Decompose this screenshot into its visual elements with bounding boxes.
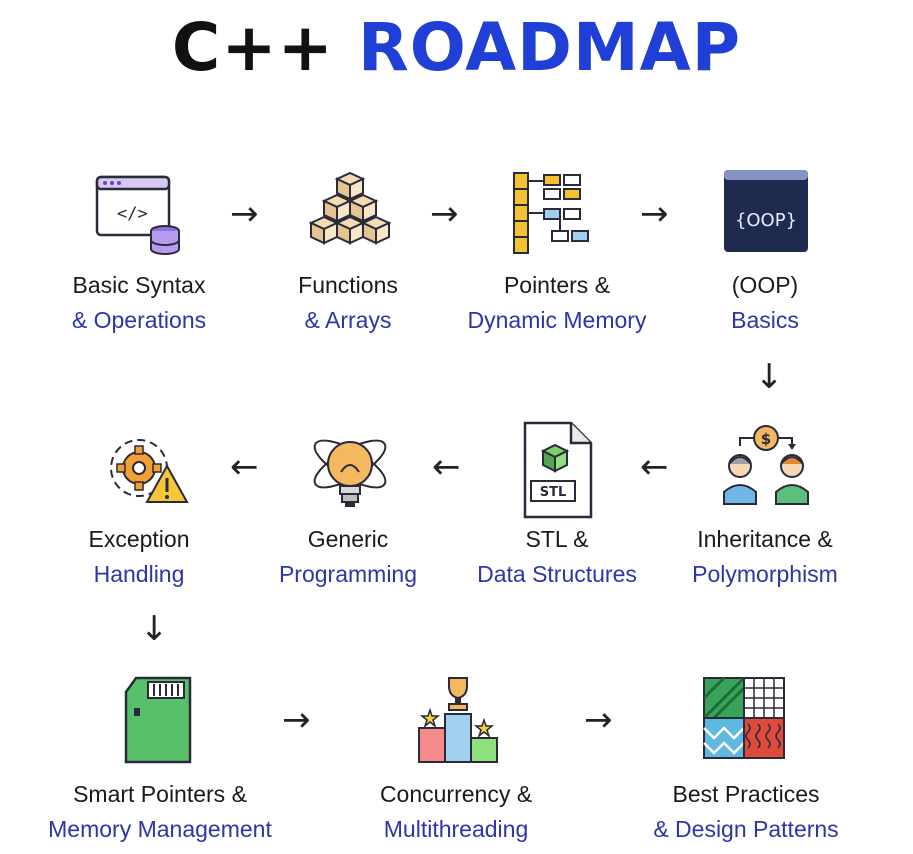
arrow-right: → xyxy=(282,700,311,740)
step-line1: Basic Syntax xyxy=(72,272,206,298)
dollar-icon-text: $ xyxy=(761,430,771,448)
code-database-icon: </> xyxy=(85,165,195,275)
step-line2: & Design Patterns xyxy=(653,816,839,842)
step-line2: Basics xyxy=(731,307,799,333)
step-line2: Multithreading xyxy=(383,816,529,842)
stl-file-icon: STL xyxy=(505,415,615,525)
step-exception: Exception Handling xyxy=(19,522,259,592)
memory-card-icon xyxy=(108,668,218,778)
gear-warning-icon xyxy=(95,420,205,530)
step-line2: & Arrays xyxy=(304,307,392,333)
step-stl: STL & Data Structures xyxy=(437,522,677,592)
step-inheritance: Inheritance & Polymorphism xyxy=(645,522,885,592)
step-line1: Inheritance & xyxy=(697,526,833,552)
step-line1: Generic xyxy=(307,526,389,552)
step-line1: (OOP) xyxy=(731,272,799,298)
step-best-practices: Best Practices & Design Patterns xyxy=(626,777,866,847)
step-line1: STL & xyxy=(525,526,589,552)
arrow-left: ← xyxy=(640,447,669,487)
step-smart-pointers: Smart Pointers & Memory Management xyxy=(40,777,280,847)
step-line2: Dynamic Memory xyxy=(467,307,647,333)
arrow-down: ↓ xyxy=(140,609,169,649)
svg-text:</>: </> xyxy=(117,204,148,224)
step-pointers: Pointers & Dynamic Memory xyxy=(437,268,677,338)
arrow-right: → xyxy=(640,194,669,234)
arrow-right: → xyxy=(230,194,259,234)
stl-icon-text: STL xyxy=(540,485,567,500)
arrow-down: ↓ xyxy=(755,357,784,397)
step-line2: Handling xyxy=(93,561,185,587)
step-line1: Concurrency & xyxy=(379,781,533,807)
title-cpp: C++ xyxy=(171,9,334,86)
pattern-grid-icon xyxy=(692,668,802,778)
step-line2: Data Structures xyxy=(477,561,637,587)
oop-icon-text: {OOP} xyxy=(735,210,797,231)
step-line1: Pointers & xyxy=(503,272,611,298)
step-line1: Best Practices xyxy=(672,781,820,807)
arrow-left: ← xyxy=(230,447,259,487)
step-generic: Generic Programming xyxy=(228,522,468,592)
step-oop: (OOP) Basics xyxy=(645,268,885,338)
step-concurrency: Concurrency & Multithreading xyxy=(336,777,576,847)
step-functions: Functions & Arrays xyxy=(228,268,468,338)
step-line2: Polymorphism xyxy=(692,561,838,587)
oop-window-icon: {OOP} xyxy=(712,160,822,270)
title-roadmap: ROADMAP xyxy=(357,9,742,86)
step-line2: Memory Management xyxy=(48,816,272,842)
podium-trophy-icon xyxy=(405,668,515,778)
step-line2: Programming xyxy=(278,561,418,587)
step-line1: Exception xyxy=(88,526,190,552)
arrow-left: ← xyxy=(432,447,461,487)
step-line2: & Operations xyxy=(71,307,207,333)
arrow-right: → xyxy=(584,700,613,740)
page-title: C++ ROADMAP xyxy=(0,8,913,88)
stacked-cubes-icon xyxy=(295,165,405,275)
step-line1: Functions xyxy=(298,272,398,298)
step-line1: Smart Pointers & xyxy=(73,781,247,807)
people-exchange-icon: $ xyxy=(712,412,822,522)
step-basic-syntax: Basic Syntax & Operations xyxy=(19,268,259,338)
memory-tree-icon xyxy=(500,165,610,275)
arrow-right: → xyxy=(430,194,459,234)
lightbulb-atom-icon xyxy=(295,420,405,530)
